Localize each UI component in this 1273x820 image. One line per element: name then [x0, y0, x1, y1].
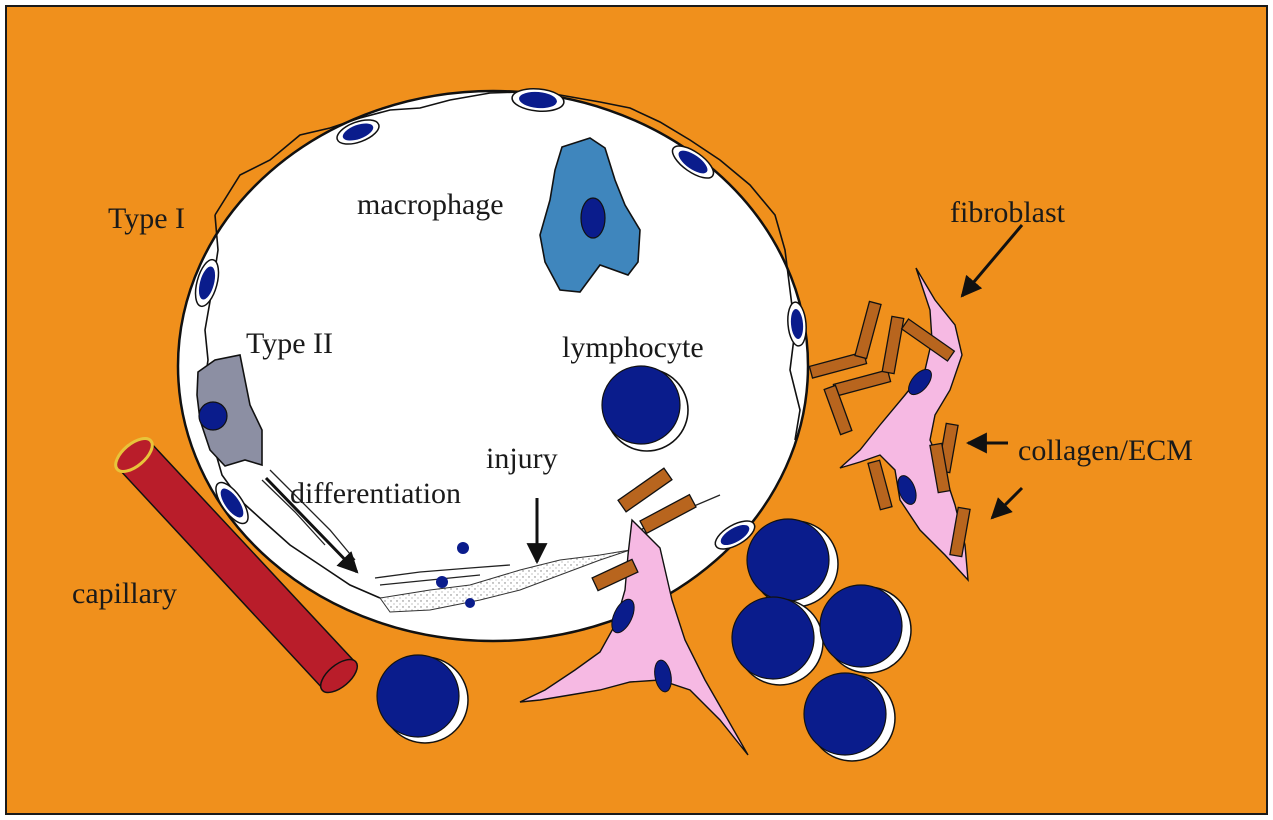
label-injury: injury [486, 442, 558, 475]
label-macrophage: macrophage [357, 188, 504, 221]
label-type-i: Type I [108, 202, 185, 235]
label-differentiation: differentiation [290, 477, 461, 510]
alveolus [178, 87, 808, 641]
label-type-ii: Type II [246, 327, 333, 360]
label-fibroblast: fibroblast [950, 196, 1066, 229]
debris-dot [436, 576, 448, 588]
label-collagen-ecm: collagen/ECM [1018, 434, 1193, 467]
debris-dot [457, 542, 469, 554]
label-lymphocyte: lymphocyte [562, 331, 704, 364]
label-capillary: capillary [72, 577, 177, 610]
debris-dot [465, 598, 475, 608]
